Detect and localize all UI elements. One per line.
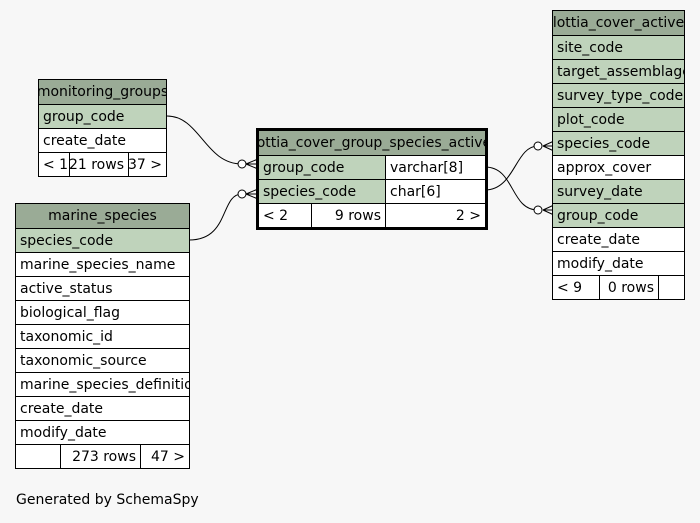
column-name: active_status — [20, 280, 113, 297]
table-name: marine_species — [48, 208, 157, 224]
table-footer: 273 rows 47 > — [16, 444, 189, 468]
column-name: modify_date — [20, 424, 107, 441]
column-row[interactable]: group_code — [39, 104, 166, 128]
column-name: marine_species_definition — [20, 376, 189, 393]
column-row[interactable]: target_assemblage — [553, 59, 684, 83]
column-name: species_code — [20, 232, 114, 249]
table-marine-species[interactable]: marine_species species_code marine_speci… — [15, 203, 190, 469]
table-lottia-cover-active[interactable]: lottia_cover_active site_code target_ass… — [552, 10, 685, 300]
column-name: taxonomic_source — [20, 352, 147, 369]
column-name: create_date — [557, 231, 641, 248]
optional-circle-focus-group — [237, 159, 247, 169]
table-header[interactable]: lottia_cover_active — [553, 11, 684, 35]
column-row[interactable]: taxonomic_source — [16, 348, 189, 372]
column-name: group_code — [43, 108, 125, 125]
table-footer: < 9 0 rows — [553, 275, 684, 299]
table-monitoring-groups[interactable]: monitoring_groups group_code create_date… — [38, 79, 167, 177]
column-name: group_code — [259, 156, 385, 179]
children-link[interactable]: 37 > — [128, 153, 166, 176]
column-row[interactable]: active_status — [16, 276, 189, 300]
column-name: survey_type_code — [557, 87, 684, 104]
row-count: 273 rows — [60, 445, 140, 468]
column-name: marine_species_name — [20, 256, 176, 273]
column-row[interactable]: species_code char[6] — [259, 179, 485, 203]
column-row[interactable]: approx_cover — [553, 155, 684, 179]
table-header[interactable]: lottia_cover_group_species_active — [259, 131, 485, 155]
children-link[interactable]: 47 > — [140, 445, 189, 468]
column-name: species_code — [557, 135, 651, 152]
column-row[interactable]: plot_code — [553, 107, 684, 131]
column-name: target_assemblage — [557, 63, 684, 80]
column-name: approx_cover — [557, 159, 652, 176]
parents-link[interactable]: < 2 — [263, 207, 289, 224]
column-row[interactable]: create_date — [39, 128, 166, 152]
optional-circle-lottia-group — [533, 205, 543, 215]
column-name: create_date — [43, 132, 127, 149]
children-link[interactable] — [658, 276, 684, 299]
column-row[interactable]: create_date — [16, 396, 189, 420]
table-header[interactable]: monitoring_groups — [39, 80, 166, 104]
column-row[interactable]: biological_flag — [16, 300, 189, 324]
column-row[interactable]: group_code — [553, 203, 684, 227]
row-count: 21 rows — [69, 153, 128, 176]
column-name: taxonomic_id — [20, 328, 113, 345]
column-row[interactable]: marine_species_definition — [16, 372, 189, 396]
parents-link[interactable]: < 1 — [43, 156, 69, 173]
parents-link[interactable]: < 9 — [557, 279, 583, 296]
column-row[interactable]: modify_date — [553, 251, 684, 275]
table-name: monitoring_groups — [39, 84, 166, 100]
table-footer: < 1 21 rows 37 > — [39, 152, 166, 176]
column-row[interactable]: create_date — [553, 227, 684, 251]
column-name: species_code — [259, 180, 385, 203]
column-row[interactable]: taxonomic_id — [16, 324, 189, 348]
row-count: 0 rows — [599, 276, 658, 299]
edge-focus-group-to-lottia — [484, 166, 539, 211]
column-row[interactable]: site_code — [553, 35, 684, 59]
column-type: varchar[8] — [385, 156, 485, 179]
optional-circle-lottia-species — [533, 141, 543, 151]
edge-marine-species-to-focus — [188, 193, 243, 241]
parents-link[interactable] — [16, 445, 60, 468]
table-footer: < 2 9 rows 2 > — [259, 203, 485, 227]
table-header[interactable]: marine_species — [16, 204, 189, 228]
column-name: survey_date — [557, 183, 643, 200]
column-name: create_date — [20, 400, 104, 417]
column-row[interactable]: species_code — [16, 228, 189, 252]
column-name: biological_flag — [20, 304, 121, 321]
edge-monitoring-groups-to-focus — [166, 115, 243, 165]
table-name: lottia_cover_active — [553, 15, 684, 31]
column-name: plot_code — [557, 111, 625, 128]
column-name: group_code — [557, 207, 639, 224]
column-row[interactable]: group_code varchar[8] — [259, 155, 485, 179]
column-row[interactable]: species_code — [553, 131, 684, 155]
column-row[interactable]: marine_species_name — [16, 252, 189, 276]
column-name: modify_date — [557, 255, 644, 272]
column-row[interactable]: survey_date — [553, 179, 684, 203]
row-count: 9 rows — [311, 204, 385, 227]
column-row[interactable]: modify_date — [16, 420, 189, 444]
optional-circle-focus-species — [237, 189, 247, 199]
generated-by-text: Generated by SchemaSpy — [16, 492, 199, 508]
children-link[interactable]: 2 > — [385, 204, 485, 227]
column-row[interactable]: survey_type_code — [553, 83, 684, 107]
edge-focus-species-to-lottia — [484, 145, 539, 191]
table-name: lottia_cover_group_species_active — [259, 135, 485, 151]
table-lottia-cover-group-species-active[interactable]: lottia_cover_group_species_active group_… — [256, 128, 488, 230]
column-name: site_code — [557, 39, 624, 56]
column-type: char[6] — [385, 180, 485, 203]
